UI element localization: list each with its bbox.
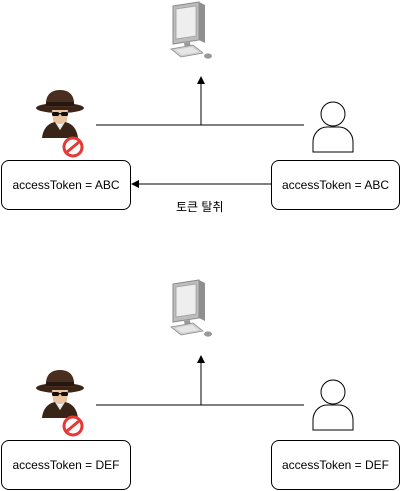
user-token-text: accessToken = DEF xyxy=(281,458,390,472)
hacker-token-text: accessToken = DEF xyxy=(12,458,120,472)
user-token-text: accessToken = ABC xyxy=(281,178,390,192)
scenario-1-group xyxy=(36,1,354,188)
computer-icon xyxy=(170,279,213,338)
no-entry-icon xyxy=(62,136,84,158)
user-icon xyxy=(312,379,354,431)
user-icon xyxy=(312,101,354,153)
hacker-token-box: accessToken = ABC xyxy=(1,160,131,210)
no-entry-icon xyxy=(62,415,84,437)
hacker-token-box: accessToken = DEF xyxy=(1,440,131,490)
scenario-2-group xyxy=(36,279,354,437)
user-token-box: accessToken = DEF xyxy=(271,440,400,490)
hacker-token-text: accessToken = ABC xyxy=(12,178,120,192)
hacker-icon xyxy=(36,90,84,138)
computer-icon xyxy=(170,1,213,60)
arrow-label: 토큰 탈취 xyxy=(176,200,224,214)
user-token-box: accessToken = ABC xyxy=(271,160,400,210)
hacker-icon xyxy=(36,370,84,418)
